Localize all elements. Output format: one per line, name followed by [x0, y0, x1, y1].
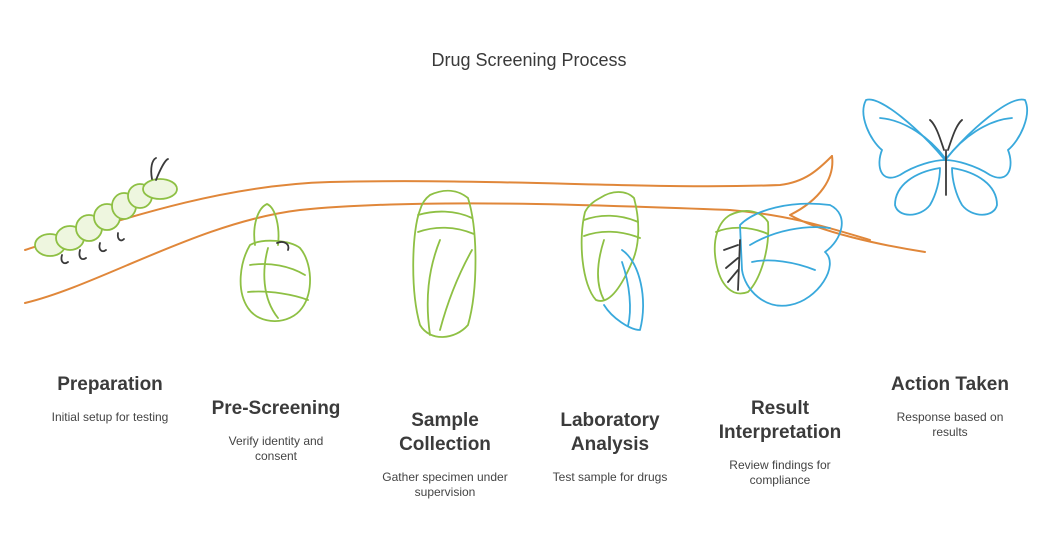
emerging-butterfly-icon: [713, 202, 843, 307]
stage-description: Test sample for drugs: [552, 470, 668, 484]
chrysalis-mid-icon: [412, 189, 477, 338]
caterpillar-icon: [34, 157, 178, 265]
stage-description: Gather specimen under supervision: [382, 470, 508, 499]
stage-action-taken: Action Taken Response based on results: [870, 373, 1030, 440]
stage-title: Sample Collection: [399, 410, 491, 455]
stage-result-interpretation: Result Interpretation Review findings fo…: [700, 397, 860, 488]
stage-title: Laboratory Analysis: [560, 410, 660, 455]
diagram-title: Drug Screening Process: [431, 50, 627, 70]
stage-preparation: Preparation Initial setup for testing: [30, 373, 190, 425]
stage-laboratory-analysis: Laboratory Analysis Test sample for drug…: [535, 409, 685, 485]
stage-description: Response based on results: [896, 410, 1004, 439]
stage-pre-screening: Pre-Screening Verify identity and consen…: [196, 397, 356, 464]
chrysalis-late-icon: [580, 191, 644, 331]
butterfly-icon: [862, 98, 1028, 216]
stage-title: Pre-Screening: [211, 398, 341, 419]
stage-description: Review findings for compliance: [729, 458, 831, 487]
stage-description: Initial setup for testing: [51, 410, 169, 424]
stage-title: Action Taken: [891, 374, 1009, 395]
stage-title: Preparation: [57, 374, 163, 395]
stage-description: Verify identity and consent: [228, 434, 324, 463]
chrysalis-early-icon: [239, 203, 311, 322]
stage-sample-collection: Sample Collection Gather specimen under …: [375, 409, 515, 500]
stage-title: Result Interpretation: [718, 398, 842, 443]
branch-shape: [24, 155, 926, 304]
